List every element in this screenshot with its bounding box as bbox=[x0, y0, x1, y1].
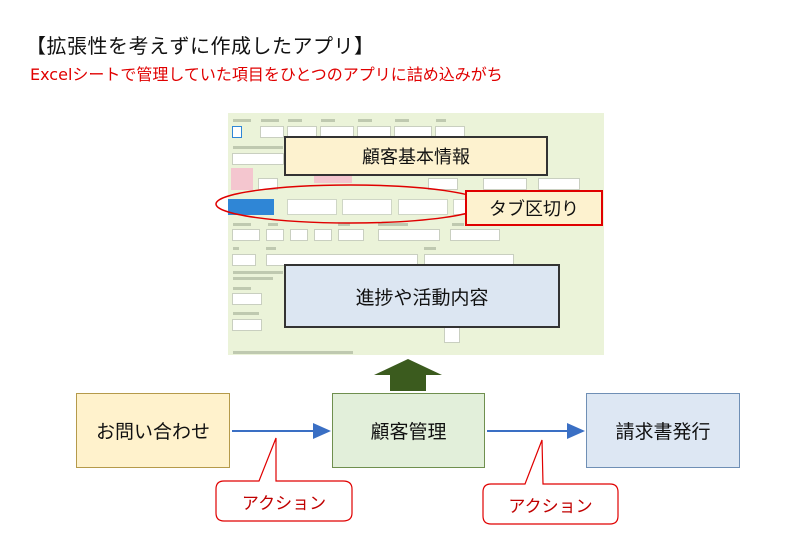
action-label-2: アクション bbox=[508, 497, 593, 517]
flow-box-customer-management: 顧客管理 bbox=[332, 393, 485, 468]
callout-basic-info: 顧客基本情報 bbox=[284, 136, 548, 176]
flow-box-invoice: 請求書発行 bbox=[586, 393, 740, 468]
page-subtitle: Excelシートで管理していた項目をひとつのアプリに詰め込みがち bbox=[30, 65, 503, 84]
callout-tab-divider: タブ区切り bbox=[465, 190, 603, 226]
up-arrow-icon bbox=[374, 359, 442, 391]
flow-box-inquiry: お問い合わせ bbox=[76, 393, 230, 468]
callout-progress-activity: 進捗や活動内容 bbox=[284, 264, 560, 328]
action-bubble-1 bbox=[215, 437, 353, 522]
action-label-1: アクション bbox=[241, 494, 327, 514]
action-bubble-2 bbox=[482, 439, 619, 525]
page-title: 【拡張性を考えずに作成したアプリ】 bbox=[26, 34, 375, 58]
